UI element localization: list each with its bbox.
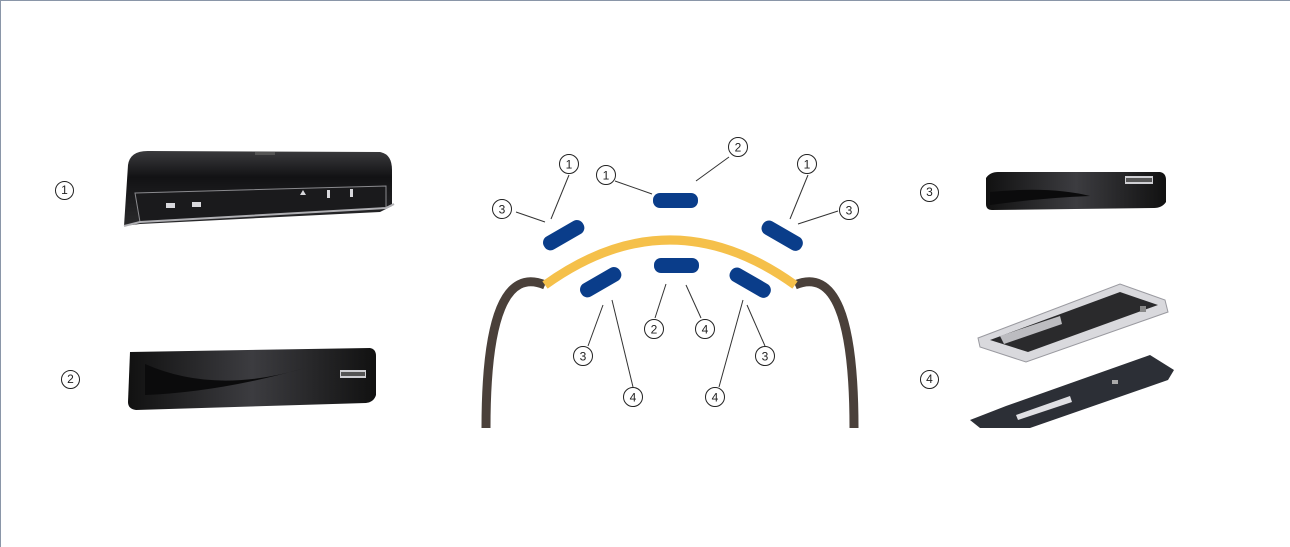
device-lower-left (577, 264, 623, 299)
diagram-label-lower-right-4: 4 (712, 391, 719, 405)
diagram-label-upper-right-3: 3 (846, 204, 853, 218)
arch-outer-frame (486, 282, 545, 428)
device-upper-right (759, 218, 805, 253)
device-mid-center (654, 258, 699, 273)
diagram-label-lower-right-3: 3 (762, 350, 769, 364)
diagram-label-upper-left-3: 3 (499, 203, 506, 217)
diagram-label-lower-left-3: 3 (580, 350, 587, 364)
diagram-label-upper-right-1: 1 (804, 158, 811, 172)
diagram-label-top-2: 2 (735, 141, 742, 155)
device-top-center (653, 193, 698, 208)
diagram-label-lower-center-4: 4 (702, 323, 709, 337)
diagram-label-lower-left-4: 4 (630, 391, 637, 405)
diagram-label-upper-left-1: 1 (566, 158, 573, 172)
device-upper-left (540, 217, 586, 252)
arch-outer-frame-right (795, 282, 854, 428)
diagram-label-lower-center-2: 2 (651, 323, 658, 337)
diagram-label-top-1: 1 (603, 169, 610, 183)
